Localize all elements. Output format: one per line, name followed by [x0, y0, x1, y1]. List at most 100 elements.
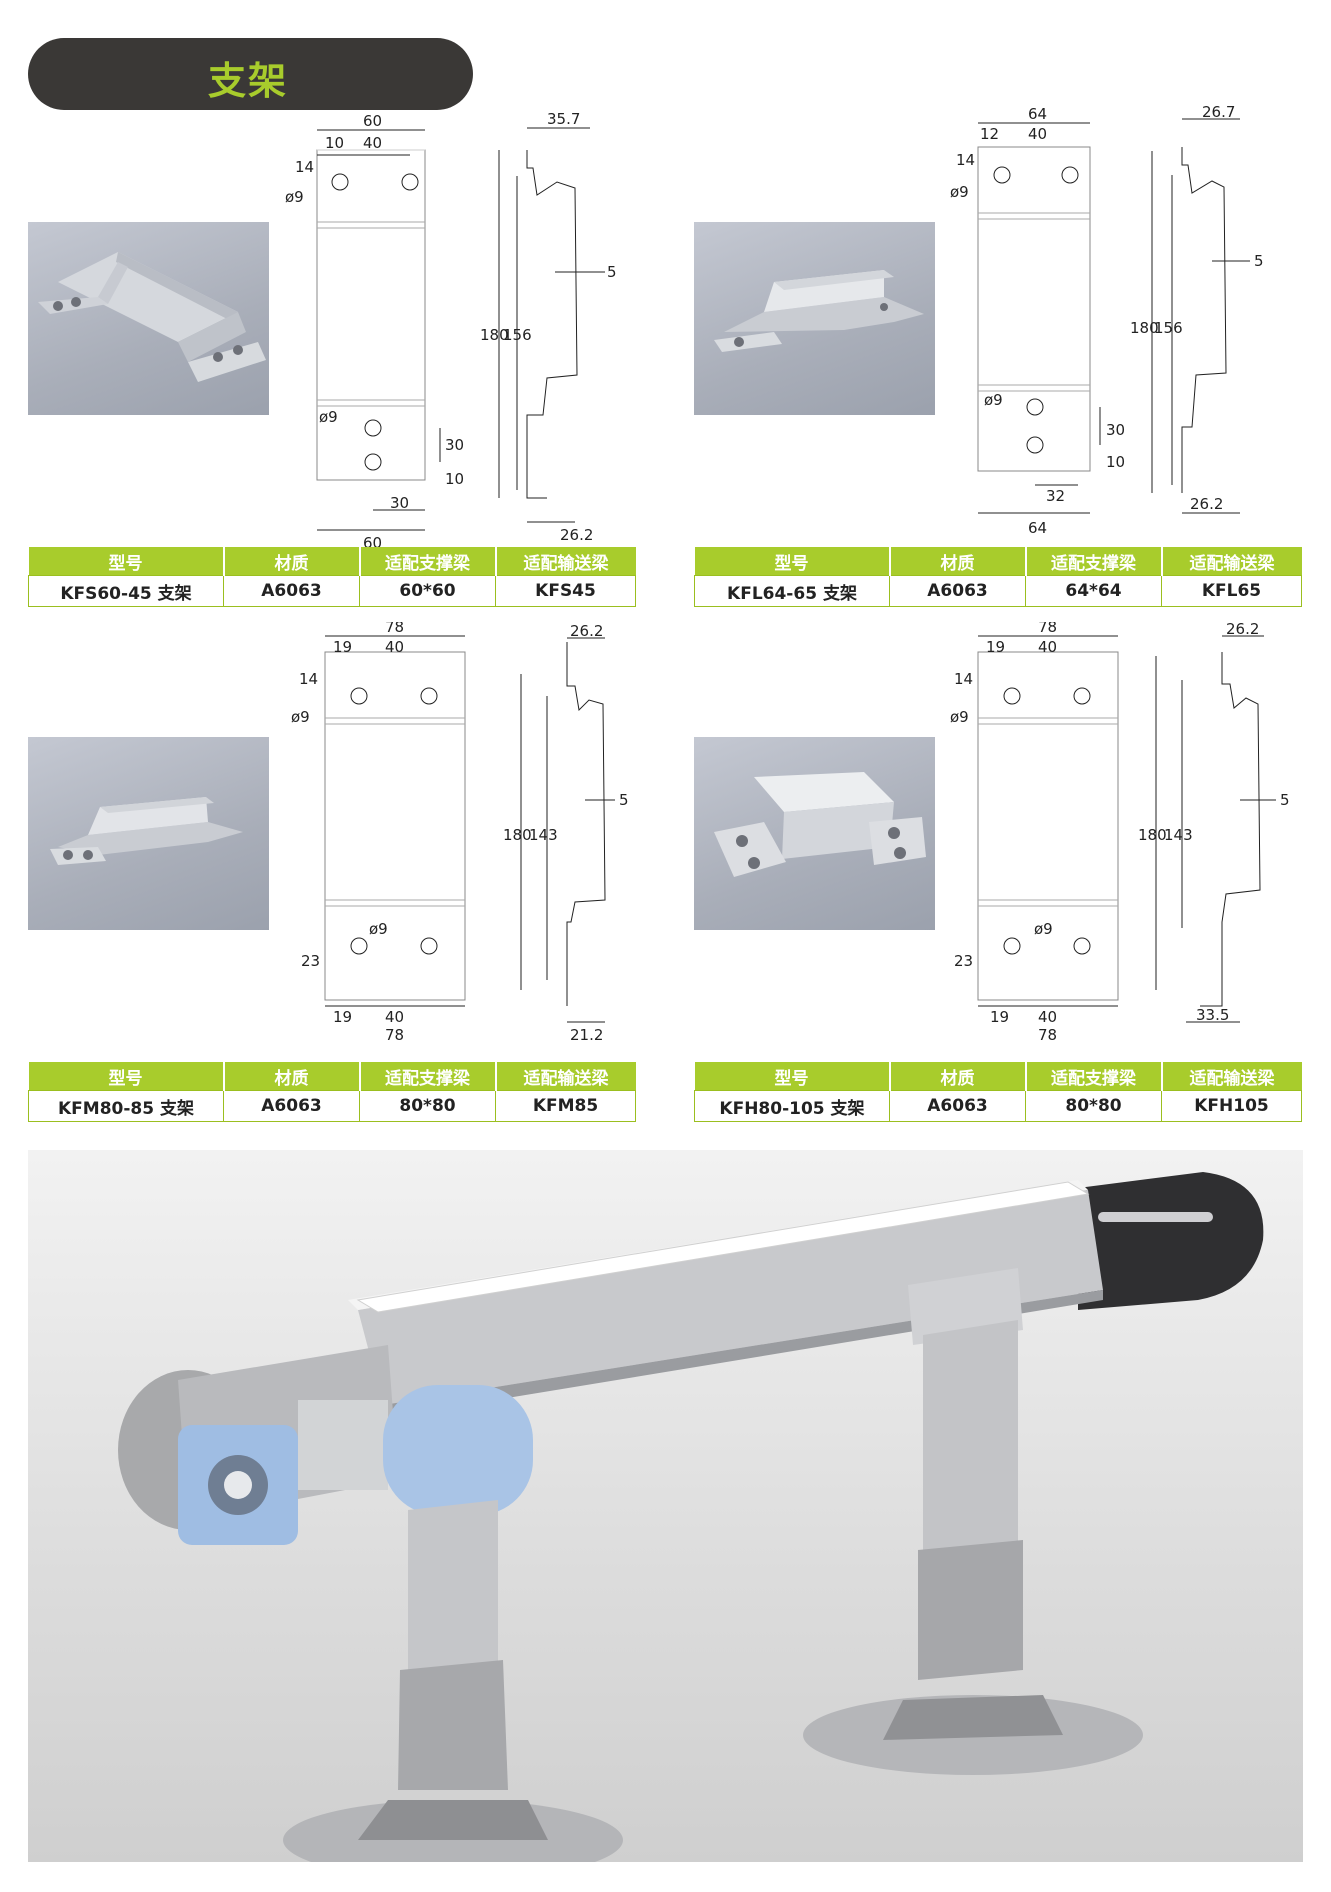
dim-hole-pitch: 40	[1028, 125, 1047, 143]
dim-inner-height: 156	[1154, 319, 1183, 337]
spec-table-kfs60-45: 型号 材质 适配支撑梁 适配输送梁 KFS60-45 支架 A6063 60*6…	[28, 547, 636, 607]
product-photo-kfm80-85	[28, 737, 269, 930]
dim-bottom-offset: 19	[333, 1008, 352, 1026]
spec-table-kfh80-105: 型号 材质 适配支撑梁 适配输送梁 KFH80-105 支架 A6063 80*…	[694, 1062, 1302, 1122]
dim-side-top: 26.7	[1202, 105, 1235, 121]
dim-side-offset: 5	[619, 791, 629, 809]
dim-height: 180	[480, 326, 509, 344]
cell-material: A6063	[889, 1090, 1026, 1122]
dim-hole-pitch: 40	[363, 134, 382, 152]
cell-conveyor-beam: KFS45	[495, 575, 636, 607]
cell-conveyor-beam: KFL65	[1161, 575, 1302, 607]
dim-bottom-width: 64	[1028, 519, 1047, 537]
dim-hole-dia-bottom: ø9	[319, 408, 338, 426]
dim-hole-dia-bottom: ø9	[369, 920, 388, 938]
header-material: 材质	[889, 1062, 1027, 1091]
dim-inner-height: 143	[529, 826, 558, 844]
dim-bottom-width: 60	[363, 534, 382, 550]
table-row: KFS60-45 支架 A6063 60*60 KFS45	[28, 575, 636, 607]
product-photo-kfh80-105	[694, 737, 935, 930]
dim-bottom-width: 78	[385, 1026, 404, 1042]
header-support-beam: 适配支撑梁	[359, 1062, 497, 1091]
header-conveyor-beam: 适配输送梁	[1161, 547, 1302, 576]
dim-bottom-offset: 19	[990, 1008, 1009, 1026]
header-model: 型号	[28, 547, 225, 576]
product-photo-kfs60-45	[28, 222, 269, 415]
technical-drawing-kfh80-105: 78 19 40 14 ø9 ø9 23 19 40 78 180 143 26…	[950, 622, 1310, 1042]
header-model: 型号	[694, 547, 891, 576]
dim-bottom-gap: 30	[1106, 421, 1125, 439]
header-material: 材质	[223, 547, 361, 576]
dim-hole-row: 14	[295, 158, 314, 176]
dim-hole-dia-bottom: ø9	[984, 391, 1003, 409]
dim-inner-height: 143	[1164, 826, 1193, 844]
cell-material: A6063	[223, 575, 360, 607]
header-support-beam: 适配支撑梁	[1025, 1062, 1163, 1091]
cell-support-beam: 60*60	[359, 575, 496, 607]
dim-height: 180	[503, 826, 532, 844]
dim-side-bottom: 21.2	[570, 1026, 603, 1042]
spec-table-kfm80-85: 型号 材质 适配支撑梁 适配输送梁 KFM80-85 支架 A6063 80*8…	[28, 1062, 636, 1122]
header-conveyor-beam: 适配输送梁	[1161, 1062, 1302, 1091]
dim-hole-dia: ø9	[285, 188, 304, 206]
cell-conveyor-beam: KFM85	[495, 1090, 636, 1122]
cell-support-beam: 80*80	[359, 1090, 496, 1122]
technical-drawing-kfs60-45: 60 10 40 14 ø9 ø9 30 10 30 60 180 156 35…	[285, 110, 645, 550]
dim-side-offset: 5	[1280, 791, 1290, 809]
dim-side-top: 26.2	[570, 622, 603, 640]
cell-support-beam: 64*64	[1025, 575, 1162, 607]
product-photo-kfl64-65	[694, 222, 935, 415]
dim-hole-offset: 10	[325, 134, 344, 152]
dim-bottom-small: 10	[445, 470, 464, 488]
dim-hole-dia: ø9	[950, 708, 969, 726]
dim-top-width: 78	[1038, 622, 1057, 636]
section-title: 支架	[208, 59, 289, 103]
conveyor-render-image	[28, 1150, 1303, 1862]
dim-side-top: 26.2	[1226, 622, 1259, 638]
dim-bottom-gap: 30	[445, 436, 464, 454]
header-support-beam: 适配支撑梁	[1025, 547, 1163, 576]
cell-model: KFL64-65 支架	[694, 575, 890, 607]
dim-side-bottom: 26.2	[560, 526, 593, 544]
table-row: KFL64-65 支架 A6063 64*64 KFL65	[694, 575, 1302, 607]
dim-top-width: 60	[363, 112, 382, 130]
header-model: 型号	[694, 1062, 891, 1091]
dim-bottom-small: 10	[1106, 453, 1125, 471]
table-row: KFH80-105 支架 A6063 80*80 KFH105	[694, 1090, 1302, 1122]
dim-height: 180	[1130, 319, 1159, 337]
dim-bottom-pitch: 32	[1046, 487, 1065, 505]
dim-side-bottom: 33.5	[1196, 1006, 1229, 1024]
dim-hole-offset: 19	[986, 638, 1005, 656]
dim-side-bottom: 26.2	[1190, 495, 1223, 513]
cell-material: A6063	[223, 1090, 360, 1122]
spec-table-kfl64-65: 型号 材质 适配支撑梁 适配输送梁 KFL64-65 支架 A6063 64*6…	[694, 547, 1302, 607]
dim-hole-row: 14	[954, 670, 973, 688]
dim-bottom-pitch: 40	[1038, 1008, 1057, 1026]
header-conveyor-beam: 适配输送梁	[495, 547, 636, 576]
dim-side-offset: 5	[607, 263, 617, 281]
cell-support-beam: 80*80	[1025, 1090, 1162, 1122]
dim-hole-row: 14	[299, 670, 318, 688]
cell-conveyor-beam: KFH105	[1161, 1090, 1302, 1122]
dim-height: 180	[1138, 826, 1167, 844]
dim-bottom-pitch: 40	[385, 1008, 404, 1026]
dim-top-width: 64	[1028, 105, 1047, 123]
dim-hole-offset: 19	[333, 638, 352, 656]
cell-model: KFH80-105 支架	[694, 1090, 890, 1122]
header-conveyor-beam: 适配输送梁	[495, 1062, 636, 1091]
dim-hole-pitch: 40	[385, 638, 404, 656]
dim-hole-dia: ø9	[950, 183, 969, 201]
dim-bottom-row: 23	[301, 952, 320, 970]
dim-hole-dia-bottom: ø9	[1034, 920, 1053, 938]
dim-bottom-row: 23	[954, 952, 973, 970]
section-title-pill: 支架	[28, 38, 473, 110]
header-model: 型号	[28, 1062, 225, 1091]
technical-drawing-kfm80-85: 78 19 40 14 ø9 ø9 23 19 40 78 180 143 26…	[285, 622, 645, 1042]
dim-hole-pitch: 40	[1038, 638, 1057, 656]
dim-hole-dia: ø9	[291, 708, 310, 726]
dim-bottom-width: 78	[1038, 1026, 1057, 1042]
table-row: KFM80-85 支架 A6063 80*80 KFM85	[28, 1090, 636, 1122]
technical-drawing-kfl64-65: 64 12 40 14 ø9 ø9 30 10 32 64 180 156 26…	[950, 105, 1310, 545]
header-material: 材质	[223, 1062, 361, 1091]
header-support-beam: 适配支撑梁	[359, 547, 497, 576]
